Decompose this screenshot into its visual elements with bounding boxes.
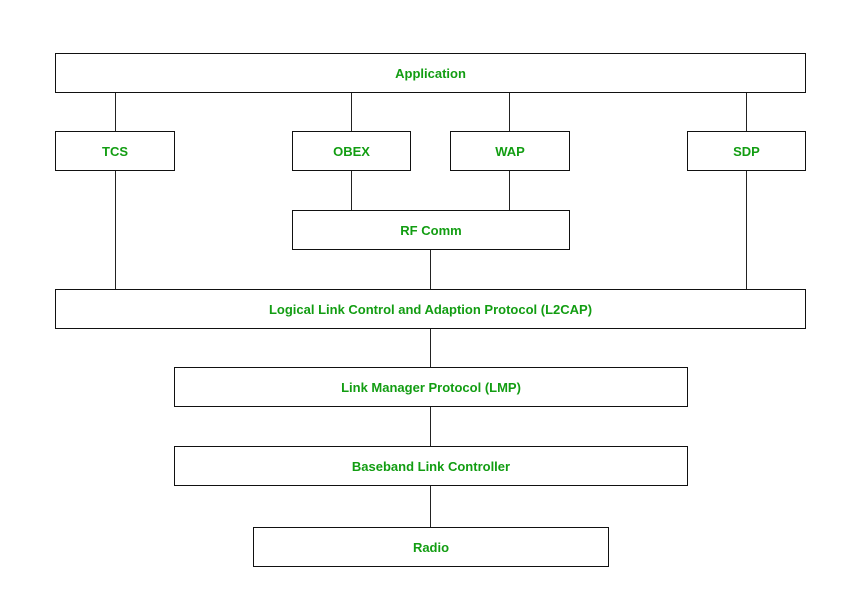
wap-layer-label: WAP xyxy=(495,143,525,159)
l2cap-layer: Logical Link Control and Adaption Protoc… xyxy=(55,289,806,329)
lmp-layer: Link Manager Protocol (LMP) xyxy=(174,367,688,407)
rf-comm-layer: RF Comm xyxy=(292,210,570,250)
sdp-layer-label: SDP xyxy=(733,143,760,159)
obex-layer: OBEX xyxy=(292,131,411,171)
radio-layer-label: Radio xyxy=(412,539,450,555)
baseband-layer-label: Baseband Link Controller xyxy=(351,458,511,474)
application-layer: Application xyxy=(55,53,806,93)
tcs-layer: TCS xyxy=(55,131,175,171)
wap-layer: WAP xyxy=(450,131,570,171)
rf-comm-layer-label: RF Comm xyxy=(400,222,462,238)
l2cap-layer-label: Logical Link Control and Adaption Protoc… xyxy=(268,301,593,317)
obex-layer-label: OBEX xyxy=(333,143,370,159)
baseband-layer: Baseband Link Controller xyxy=(174,446,688,486)
lmp-layer-label: Link Manager Protocol (LMP) xyxy=(341,379,521,395)
sdp-layer: SDP xyxy=(687,131,806,171)
application-layer-label: Application xyxy=(395,65,466,81)
tcs-layer-label: TCS xyxy=(102,143,128,159)
radio-layer: Radio xyxy=(253,527,609,567)
